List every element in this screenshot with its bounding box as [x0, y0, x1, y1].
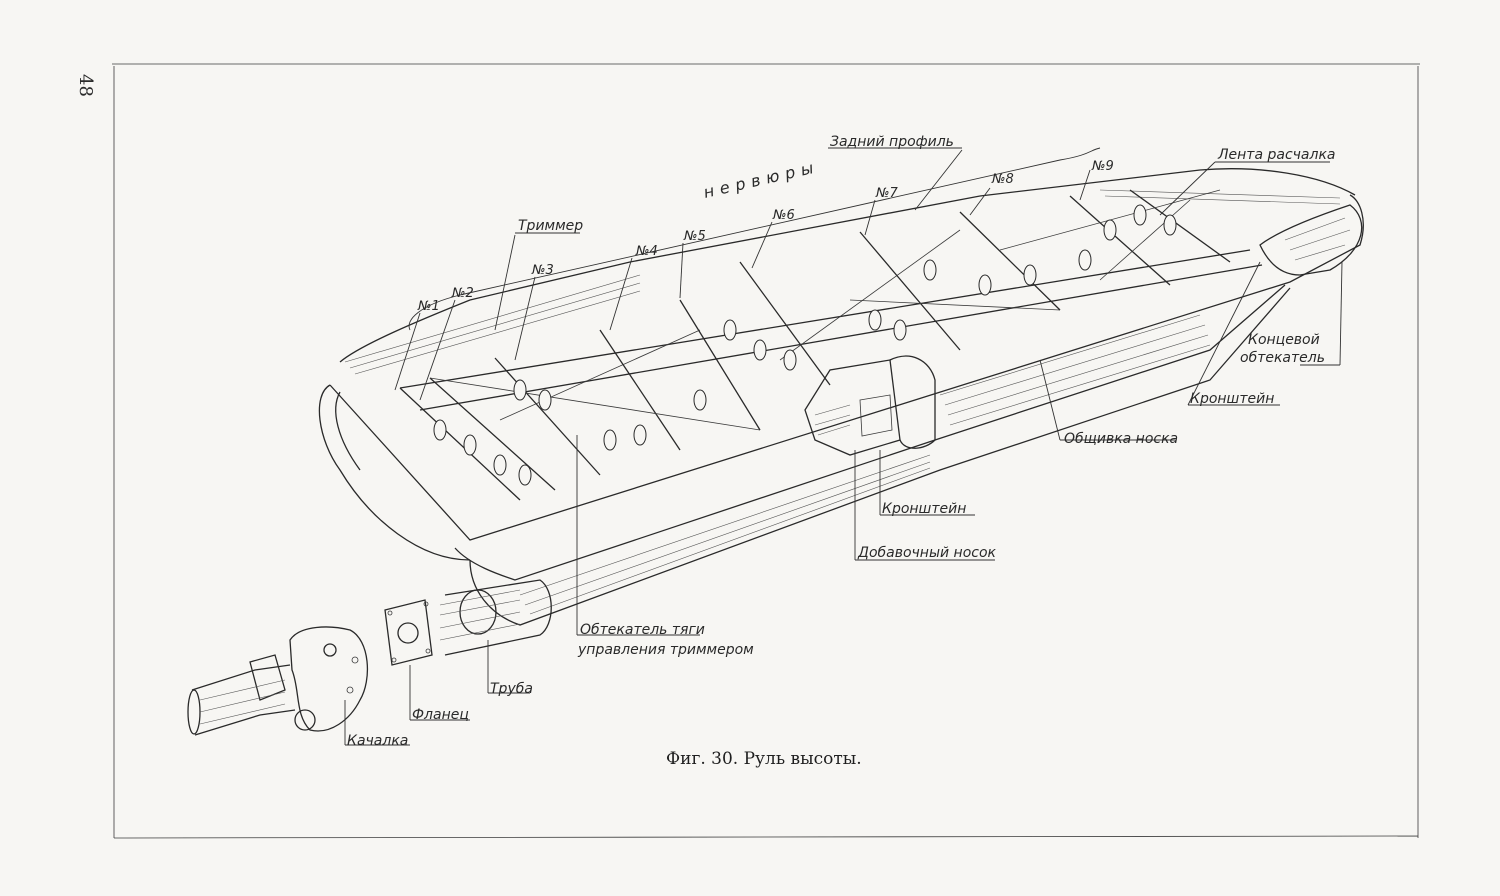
label-rib-4: №4 — [635, 244, 658, 259]
label-rear-profile: Задний профиль — [830, 134, 954, 150]
label-trim-rod-fairing-line1: Обтекатель тяги — [580, 622, 705, 638]
figure-caption: Фиг. 30. Руль высоты. — [666, 749, 862, 769]
labels: нервюры Задний профиль Лента расчалка Тр… — [347, 134, 1335, 749]
label-nose-skin: Общивка носка — [1064, 431, 1178, 447]
label-trimmer: Триммер — [518, 218, 583, 234]
label-ribs-group: нервюры — [702, 157, 821, 202]
label-tube: Труба — [490, 681, 533, 697]
label-trim-rod-fairing-line2: управления триммером — [577, 642, 754, 658]
label-rib-5: №5 — [683, 229, 706, 244]
label-rib-3: №3 — [531, 263, 554, 278]
label-bracket-center: Кронштейн — [882, 501, 966, 517]
label-tip-fairing-line1: Концевой — [1248, 332, 1320, 348]
label-flange: Фланец — [412, 707, 469, 723]
label-rib-2: №2 — [451, 286, 474, 301]
page-frame — [112, 63, 1420, 839]
page-number: 48 — [75, 74, 96, 97]
label-tip-fairing-line2: обтекатель — [1240, 350, 1325, 366]
label-bracket-right: Кронштейн — [1190, 391, 1274, 407]
elevator-structure — [187, 168, 1364, 736]
label-rib-1: №1 — [417, 299, 440, 314]
label-rib-7: №7 — [875, 186, 899, 201]
label-rib-6: №6 — [772, 208, 795, 223]
label-extra-nose: Добавочный носок — [857, 545, 997, 561]
leader-lines — [344, 147, 1343, 746]
label-rocker: Качалка — [347, 733, 408, 749]
label-rib-9: №9 — [1091, 159, 1114, 174]
label-rib-8: №8 — [991, 172, 1014, 187]
label-bracing-tape: Лента расчалка — [1217, 147, 1335, 163]
